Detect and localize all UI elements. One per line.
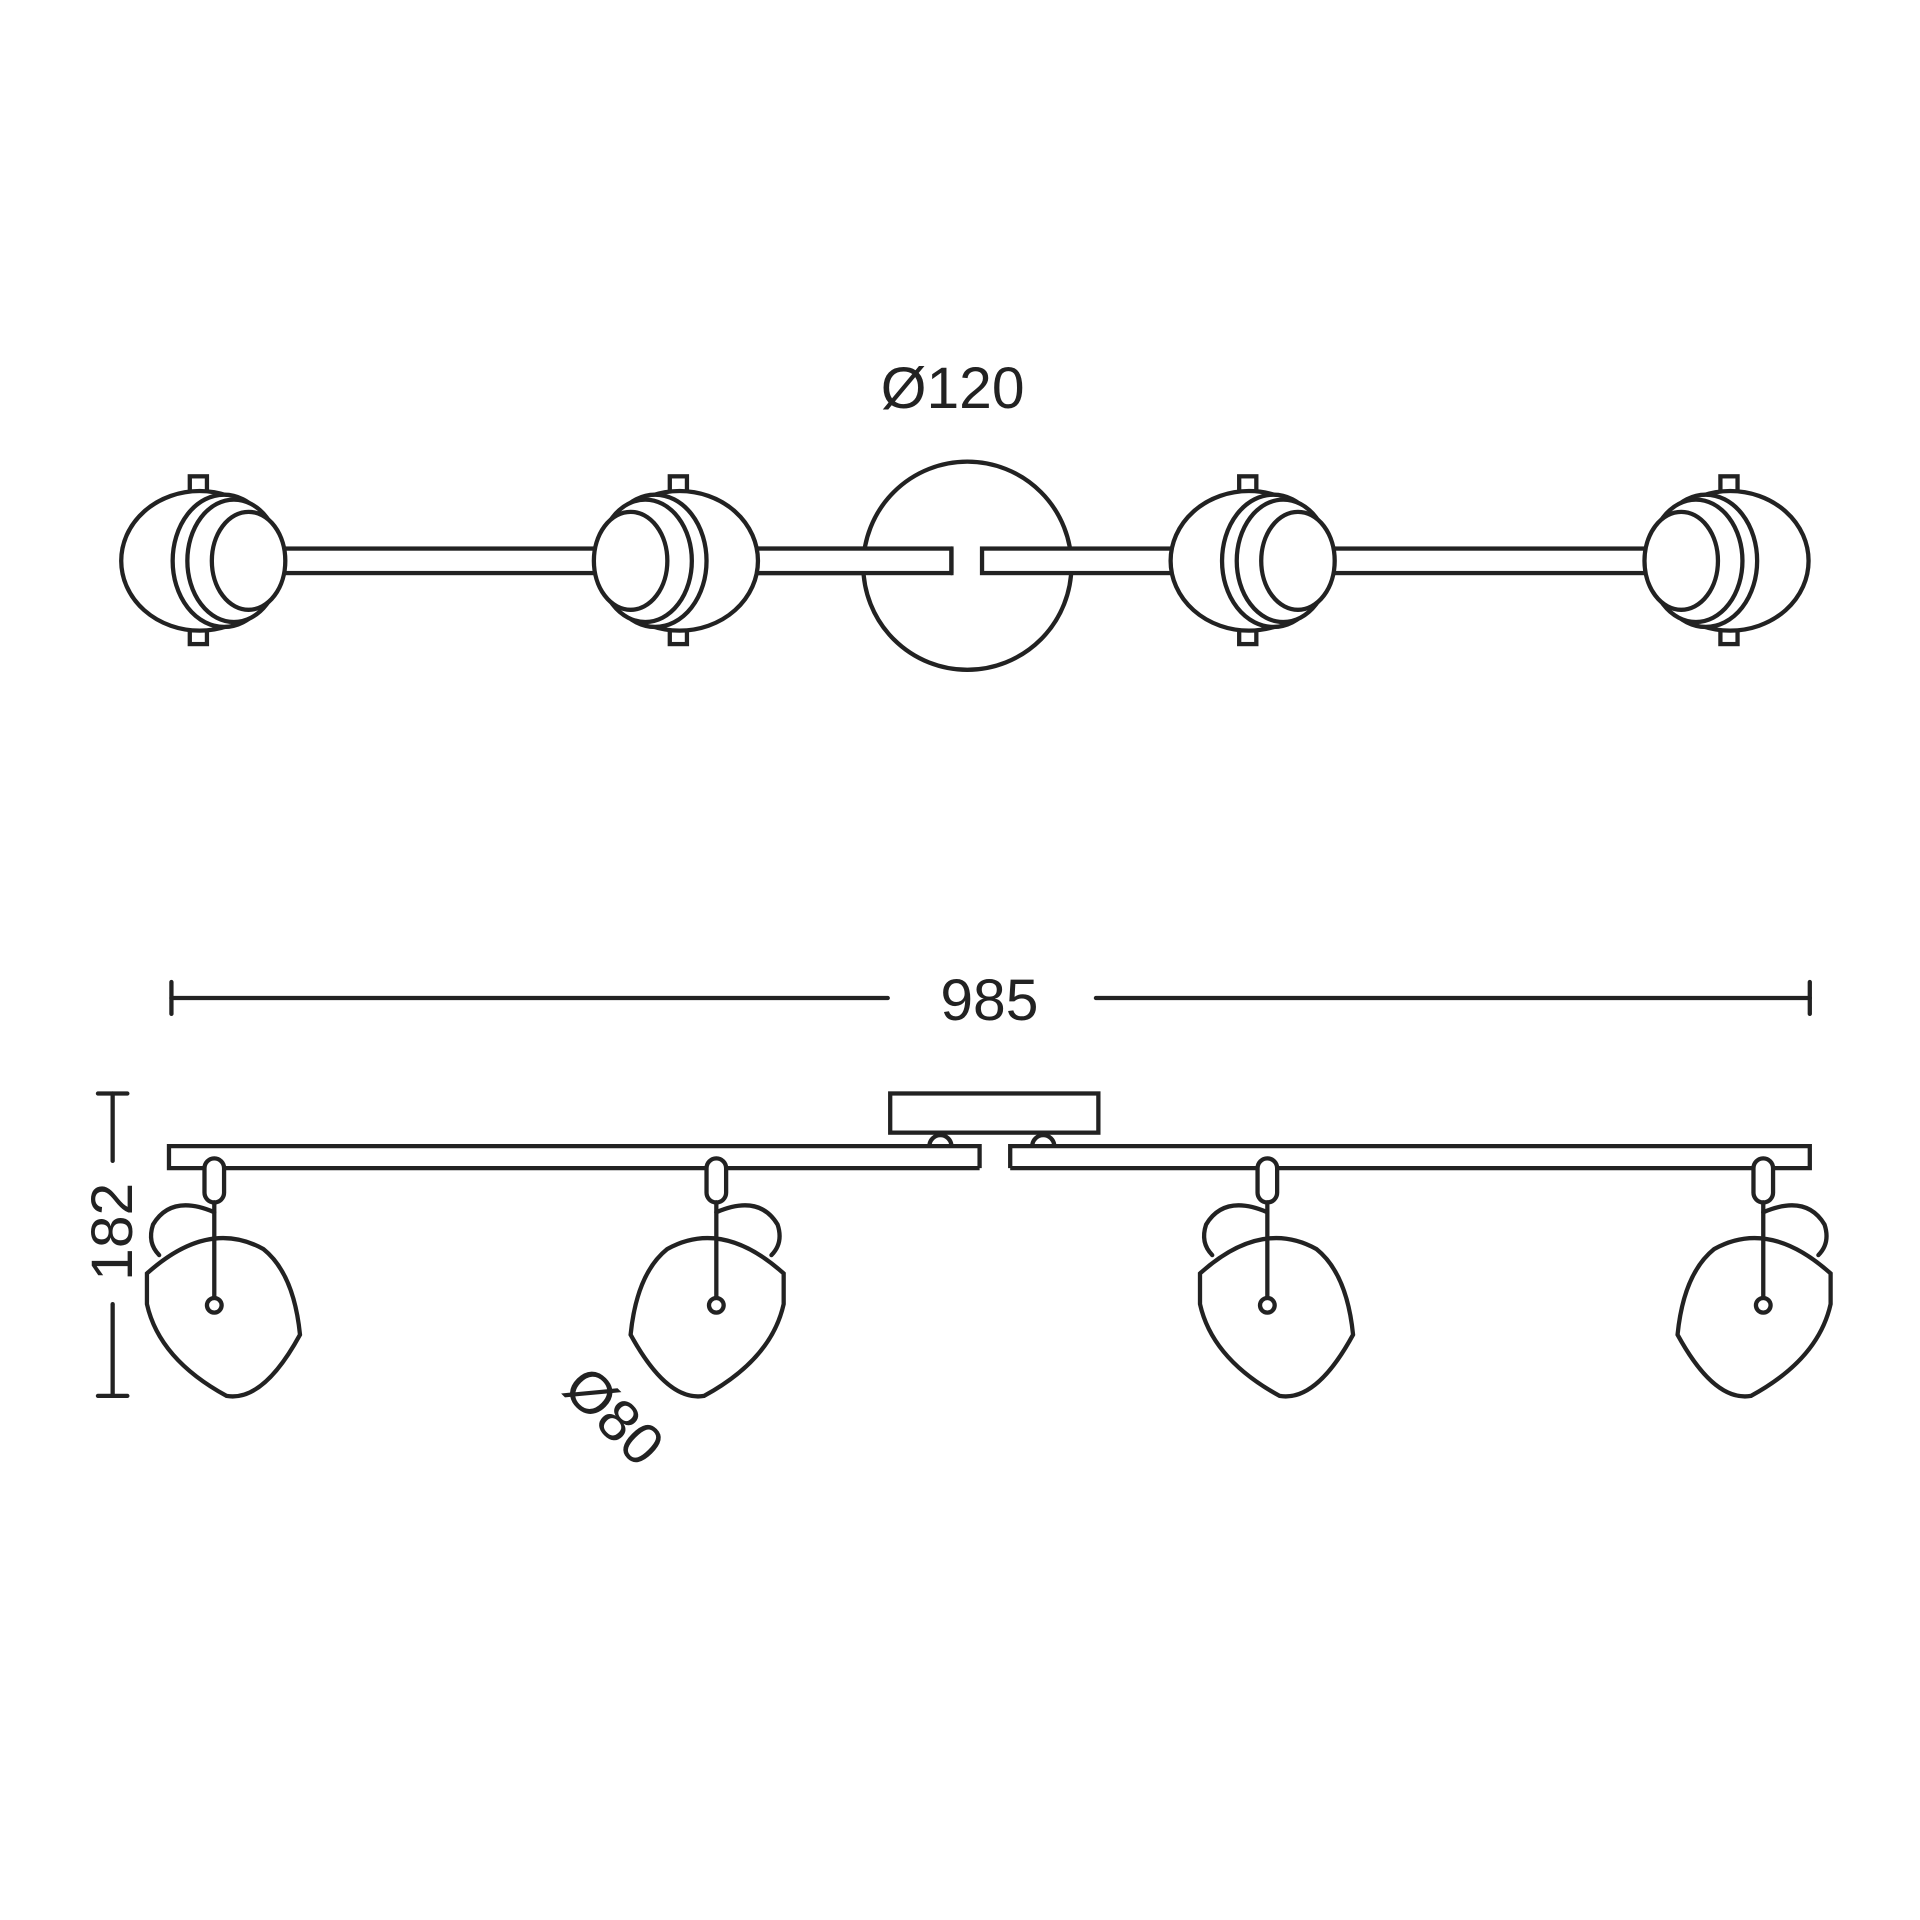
canopy bbox=[888, 1091, 1101, 1135]
height-label: 182 bbox=[80, 1183, 145, 1281]
bar-segment bbox=[747, 546, 954, 576]
canopy-diameter-label: Ø120 bbox=[881, 356, 1025, 421]
side-spot bbox=[628, 1156, 786, 1399]
side-spot bbox=[1197, 1156, 1356, 1399]
side-spot bbox=[1675, 1156, 1833, 1399]
side-spot bbox=[144, 1156, 303, 1399]
spot-shade bbox=[144, 1235, 303, 1399]
spot-shade bbox=[1197, 1235, 1356, 1399]
top-view: Ø120 bbox=[119, 356, 1811, 672]
spot-shade bbox=[628, 1235, 786, 1399]
rail-right bbox=[1008, 1143, 1812, 1171]
spot-shade bbox=[1675, 1235, 1833, 1399]
top-spot bbox=[1168, 474, 1337, 647]
top-spot bbox=[119, 474, 288, 647]
top-spot bbox=[591, 474, 761, 647]
length-label: 985 bbox=[940, 968, 1038, 1033]
bar-segment bbox=[979, 546, 1181, 576]
top-spot bbox=[1642, 474, 1811, 647]
rail-left bbox=[166, 1143, 982, 1171]
bar-segment bbox=[1317, 546, 1666, 576]
bar-segment bbox=[267, 546, 615, 576]
side-view: 985 182 Ø80 bbox=[80, 968, 1833, 1479]
